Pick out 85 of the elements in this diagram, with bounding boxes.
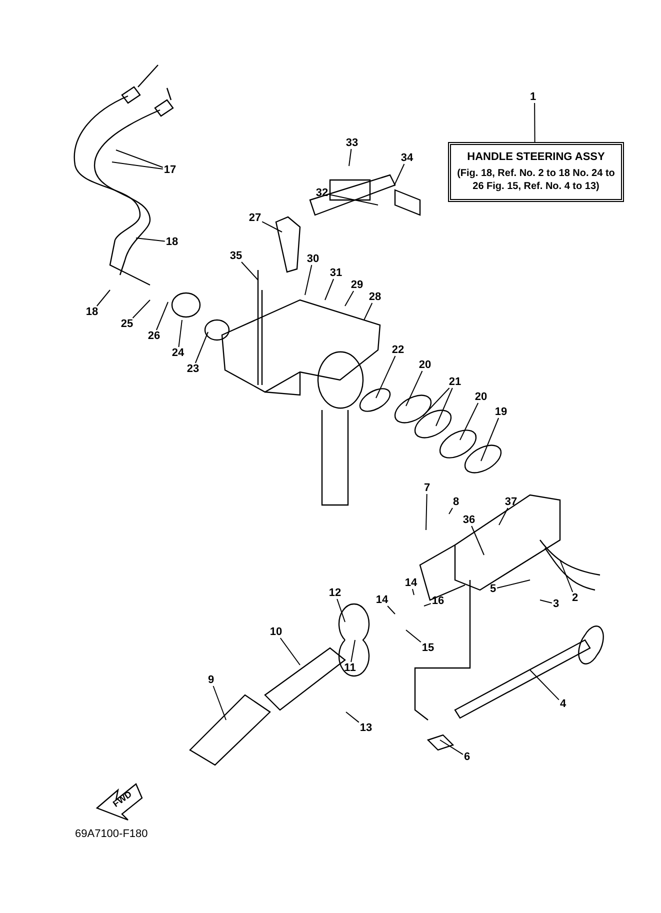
leader-line: [364, 302, 373, 320]
leader-line: [336, 598, 346, 622]
leader-line: [136, 238, 166, 242]
callout-number: 14: [374, 594, 390, 606]
callout-number: 27: [248, 212, 262, 224]
callout-number: 16: [430, 595, 446, 607]
leader-line: [436, 388, 453, 426]
leader-line: [471, 526, 484, 556]
leader-line: [387, 606, 396, 614]
callout-number: 34: [400, 152, 414, 164]
leader-line: [376, 356, 396, 398]
leader-line: [156, 302, 168, 330]
callout-number: 5: [488, 583, 498, 595]
callout-number: 14: [404, 577, 418, 589]
callout-number: 1: [528, 91, 538, 103]
leader-line: [348, 148, 352, 166]
callout-number: 19: [494, 406, 508, 418]
callout-number: 26: [146, 330, 162, 342]
title-box: [448, 142, 624, 202]
leader-line: [262, 221, 282, 232]
leader-line: [328, 194, 378, 206]
callout-number: 9: [206, 674, 216, 686]
leader-line: [324, 278, 334, 300]
callout-number: 21: [448, 376, 462, 388]
leader-line: [406, 370, 423, 406]
leader-line: [540, 600, 552, 604]
assembly-title: HANDLE STEERING ASSY: [466, 151, 606, 163]
callout-number: 33: [344, 137, 360, 149]
callout-number: 2: [570, 592, 580, 604]
leader-line: [480, 418, 500, 462]
leader-line: [440, 740, 464, 755]
callout-number: 37: [504, 496, 518, 508]
callout-number: 20: [474, 391, 488, 403]
callout-number: 36: [462, 514, 476, 526]
leader-line: [96, 290, 110, 306]
leader-line: [530, 670, 560, 700]
leader-line: [132, 300, 150, 318]
leader-line: [424, 603, 432, 606]
callout-number: 20: [418, 359, 432, 371]
callout-number: 35: [228, 250, 244, 262]
leader-line: [406, 630, 422, 643]
callout-number: 30: [306, 253, 320, 265]
callout-number: 7: [422, 482, 432, 494]
callout-number: 25: [120, 318, 134, 330]
callout-number: 8: [452, 496, 460, 508]
leader-line: [350, 640, 356, 662]
callout-number: 23: [186, 363, 200, 375]
leader-line: [194, 332, 208, 364]
callout-number: 28: [368, 291, 382, 303]
callout-number: 24: [170, 347, 186, 359]
leader-line: [241, 262, 258, 280]
leader-line: [344, 290, 354, 306]
callout-number: 3: [552, 598, 560, 610]
callout-number: 10: [268, 626, 284, 638]
leader-line: [394, 164, 405, 186]
callout-number: 18: [164, 236, 180, 248]
leader-line: [448, 508, 453, 514]
callout-number: 18: [84, 306, 100, 318]
leader-line: [422, 388, 450, 416]
leader-line: [212, 686, 226, 720]
callout-number: 13: [358, 722, 374, 734]
callout-number: 6: [462, 751, 472, 763]
callout-number: 31: [328, 267, 344, 279]
leader-line: [412, 588, 414, 596]
leader-line: [560, 560, 574, 592]
leader-line: [534, 102, 536, 142]
drawing-code: 69A7100-F180: [75, 828, 148, 840]
callout-number: 4: [558, 698, 568, 710]
callout-number: 22: [390, 344, 406, 356]
leader-line: [280, 638, 300, 666]
callout-number: 15: [420, 642, 436, 654]
leader-line: [346, 712, 360, 723]
callout-number: 12: [328, 587, 342, 599]
callout-number: 17: [162, 164, 178, 176]
leader-line: [116, 150, 164, 168]
leader-line: [426, 494, 428, 530]
leader-line: [496, 580, 530, 588]
leader-line: [460, 402, 479, 440]
leader-line: [112, 162, 164, 170]
reference-note: (Fig. 18, Ref. No. 2 to 18 No. 24 to 26 Fig. 15, Ref. No. 4 to 13): [456, 167, 616, 193]
callout-number: 29: [350, 279, 364, 291]
leader-line: [304, 264, 312, 296]
callout-number: 11: [343, 662, 357, 674]
leader-line: [498, 508, 508, 526]
leader-line: [178, 320, 182, 348]
